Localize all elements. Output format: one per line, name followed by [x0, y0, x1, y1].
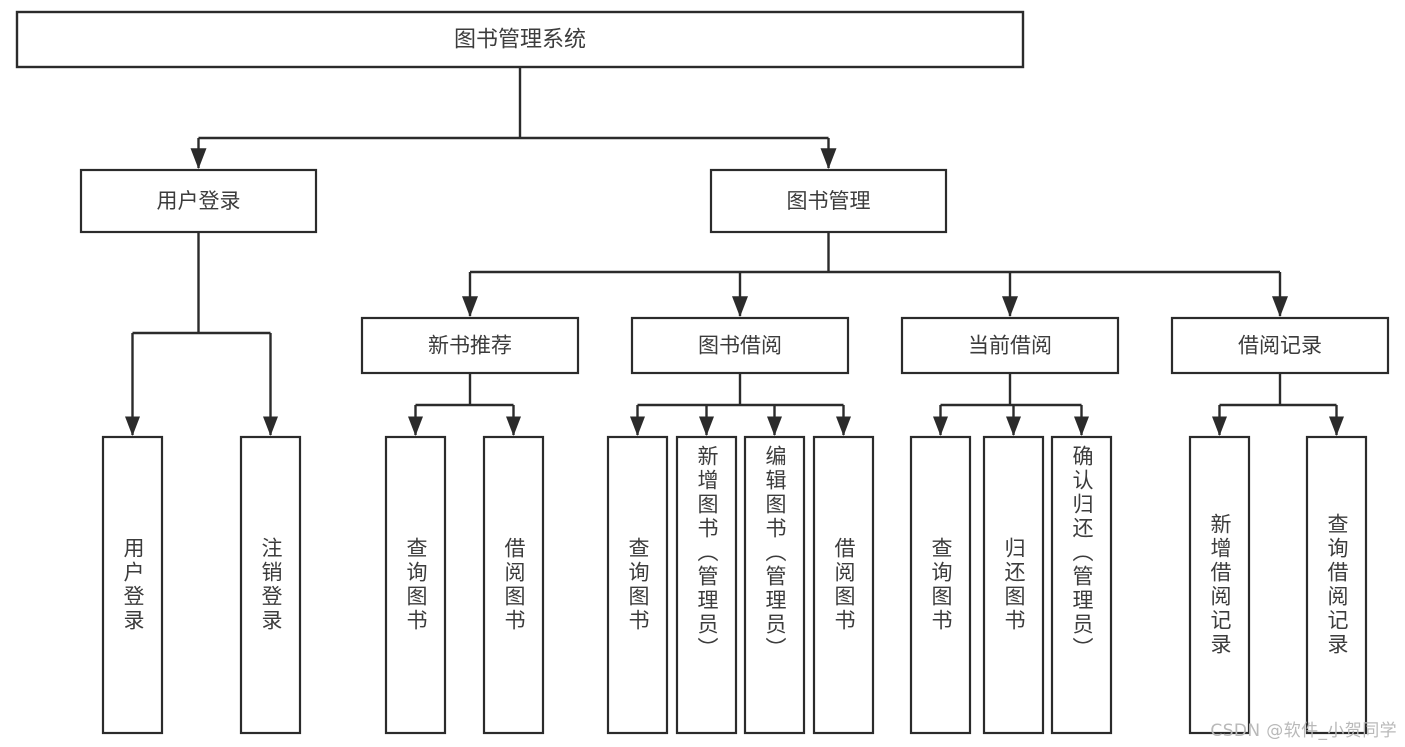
arrow-down-icon-borrow-record — [1272, 296, 1288, 317]
node-current-borrow-box — [900, 316, 1120, 375]
node-leaf-confirm-return-box — [1050, 435, 1113, 735]
arrow-down-icon-leaf-borrow-book-1 — [506, 416, 521, 436]
node-new-book-recommend-box — [360, 316, 580, 375]
node-root-label: 图书管理系统 — [454, 28, 586, 53]
node-leaf-add-book-box — [675, 435, 738, 735]
node-leaf-query-book-1-box — [384, 435, 447, 735]
connectors-layer — [125, 67, 1344, 436]
node-book-borrow-box — [630, 316, 850, 375]
arrow-down-icon-leaf-logout-login — [263, 416, 278, 436]
watermark-text: CSDN @软件_小贺同学 — [1210, 721, 1397, 741]
arrow-down-icon-leaf-query-record — [1329, 416, 1344, 436]
arrow-down-icon-leaf-add-book — [699, 416, 714, 436]
arrow-down-icon-book-borrow — [732, 296, 748, 317]
node-leaf-user-login-box — [101, 435, 164, 735]
arrow-down-icon-leaf-add-record — [1212, 416, 1227, 436]
node-leaf-query-book-3-box — [909, 435, 972, 735]
arrow-down-icon-book-manage — [820, 148, 837, 169]
node-leaf-return-book-box — [982, 435, 1045, 735]
arrow-down-icon-new-book-recommend — [462, 296, 478, 317]
arrow-down-icon-leaf-edit-book — [767, 416, 782, 436]
node-leaf-add-record-box — [1188, 435, 1251, 735]
arrow-down-icon-leaf-confirm-return — [1074, 416, 1089, 436]
node-current-borrow-label: 当前借阅 — [968, 334, 1052, 358]
node-book-manage-box — [709, 168, 948, 234]
node-leaf-logout-login-box — [239, 435, 302, 735]
arrow-down-icon-user-login — [190, 148, 207, 169]
node-root-box — [15, 10, 1025, 69]
node-user-login-label: 用户登录 — [157, 189, 241, 213]
node-leaf-query-record-box — [1305, 435, 1368, 735]
node-book-manage-label: 图书管理 — [787, 189, 871, 213]
node-leaf-borrow-book-1-box — [482, 435, 545, 735]
arrow-down-icon-current-borrow — [1002, 296, 1018, 317]
node-leaf-query-book-2-box — [606, 435, 669, 735]
node-borrow-record-box — [1170, 316, 1390, 375]
arrow-down-icon-leaf-user-login — [125, 416, 140, 436]
node-leaf-borrow-book-2-box — [812, 435, 875, 735]
arrow-down-icon-leaf-return-book — [1006, 416, 1021, 436]
node-book-borrow-label: 图书借阅 — [698, 334, 782, 358]
node-borrow-record-label: 借阅记录 — [1238, 334, 1322, 358]
node-user-login-box — [79, 168, 318, 234]
node-new-book-recommend-label: 新书推荐 — [428, 334, 512, 358]
boxes-layer — [15, 10, 1390, 735]
node-leaf-edit-book-box — [743, 435, 806, 735]
arrow-down-icon-leaf-borrow-book-2 — [836, 416, 851, 436]
arrow-down-icon-leaf-query-book-3 — [933, 416, 948, 436]
arrow-down-icon-leaf-query-book-2 — [630, 416, 645, 436]
arrow-down-icon-leaf-query-book-1 — [408, 416, 423, 436]
